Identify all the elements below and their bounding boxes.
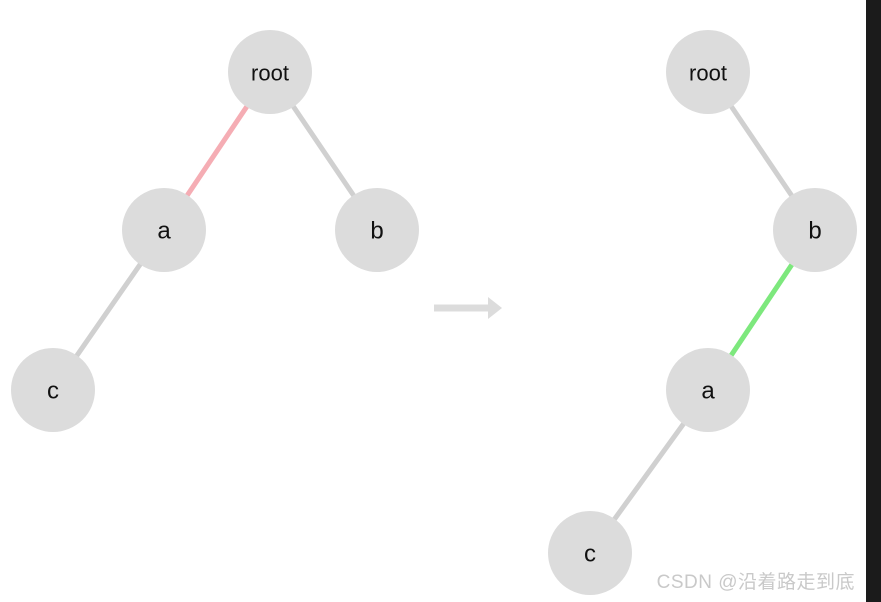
- left-tree-nodes: root a b c: [11, 30, 419, 432]
- node-right-a-circle[interactable]: [666, 348, 750, 432]
- node-right-c-label: c: [584, 541, 596, 568]
- node-left-a[interactable]: a: [122, 188, 206, 272]
- node-right-root[interactable]: root: [666, 30, 750, 114]
- csdn-watermark: CSDN @沿着路走到底: [656, 572, 855, 593]
- node-left-root-circle[interactable]: [228, 30, 312, 114]
- node-right-root-circle[interactable]: [666, 30, 750, 114]
- node-right-b-label: b: [808, 218, 821, 245]
- node-left-b-circle[interactable]: [335, 188, 419, 272]
- node-left-root-label: root: [251, 61, 289, 86]
- node-right-c[interactable]: c: [548, 511, 632, 595]
- node-left-c[interactable]: c: [11, 348, 95, 432]
- node-left-a-label: a: [157, 218, 171, 245]
- right-edge-band: [866, 0, 881, 602]
- node-left-b-label: b: [370, 218, 383, 245]
- transition-arrow: [434, 297, 502, 319]
- transition-arrow-head-icon: [488, 297, 502, 319]
- node-right-b[interactable]: b: [773, 188, 857, 272]
- node-left-b[interactable]: b: [335, 188, 419, 272]
- node-left-root[interactable]: root: [228, 30, 312, 114]
- node-right-a-label: a: [701, 378, 715, 405]
- right-tree-nodes: root b a c: [548, 30, 857, 595]
- node-right-b-circle[interactable]: [773, 188, 857, 272]
- right-tree-edges: [587, 69, 818, 556]
- node-left-c-label: c: [47, 378, 59, 405]
- node-right-a[interactable]: a: [666, 348, 750, 432]
- node-left-a-circle[interactable]: [122, 188, 206, 272]
- node-left-c-circle[interactable]: [11, 348, 95, 432]
- left-tree-edges: [50, 69, 380, 393]
- node-right-root-label: root: [689, 61, 727, 86]
- node-right-c-circle[interactable]: [548, 511, 632, 595]
